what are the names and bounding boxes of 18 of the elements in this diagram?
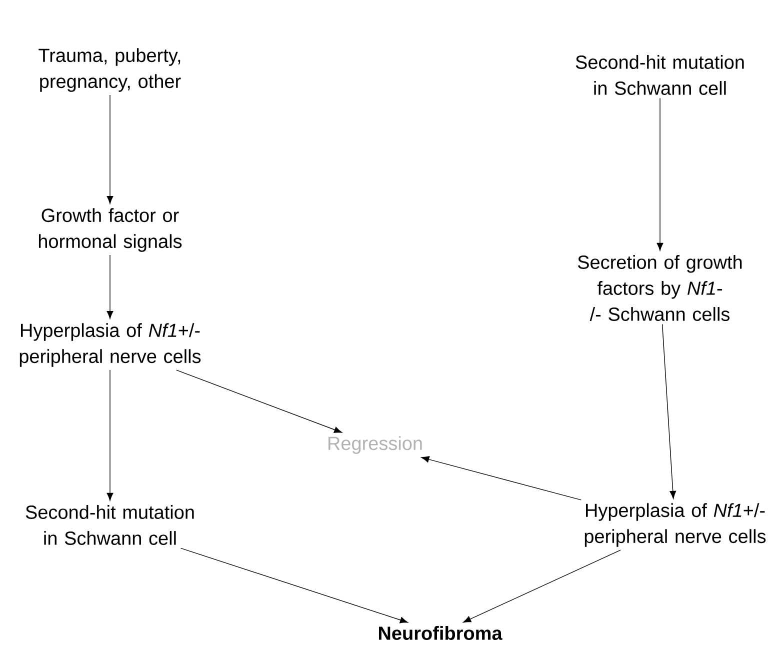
step-text: Trauma, puberty, pregnancy, other xyxy=(38,48,181,92)
step-text: Hyperplasia of Nf1+/- peripheral nerve cells xyxy=(584,503,766,547)
arrow xyxy=(463,550,621,623)
outcome-text: Neurofibroma xyxy=(379,626,502,640)
arrow xyxy=(656,98,664,251)
arrow xyxy=(180,548,408,624)
step-text: Second-hit mutation in Schwann cell xyxy=(26,505,194,545)
step-text: Secretion of growth factors by Nf1-/- Schwann cells xyxy=(578,255,742,321)
arrow xyxy=(106,254,114,319)
step-text: Second-hit mutation in Schwann cell xyxy=(576,55,744,95)
step-text: Hyperplasia of Nf1+/- peripheral nerve cells xyxy=(20,323,201,367)
outcome-text: Regression xyxy=(328,436,422,454)
arrow xyxy=(421,456,582,500)
arrow xyxy=(662,324,676,499)
arrow xyxy=(106,94,114,204)
step-text: Growth factor or hormonal signals xyxy=(38,208,182,252)
arrow xyxy=(176,370,342,433)
arrow xyxy=(106,370,114,501)
